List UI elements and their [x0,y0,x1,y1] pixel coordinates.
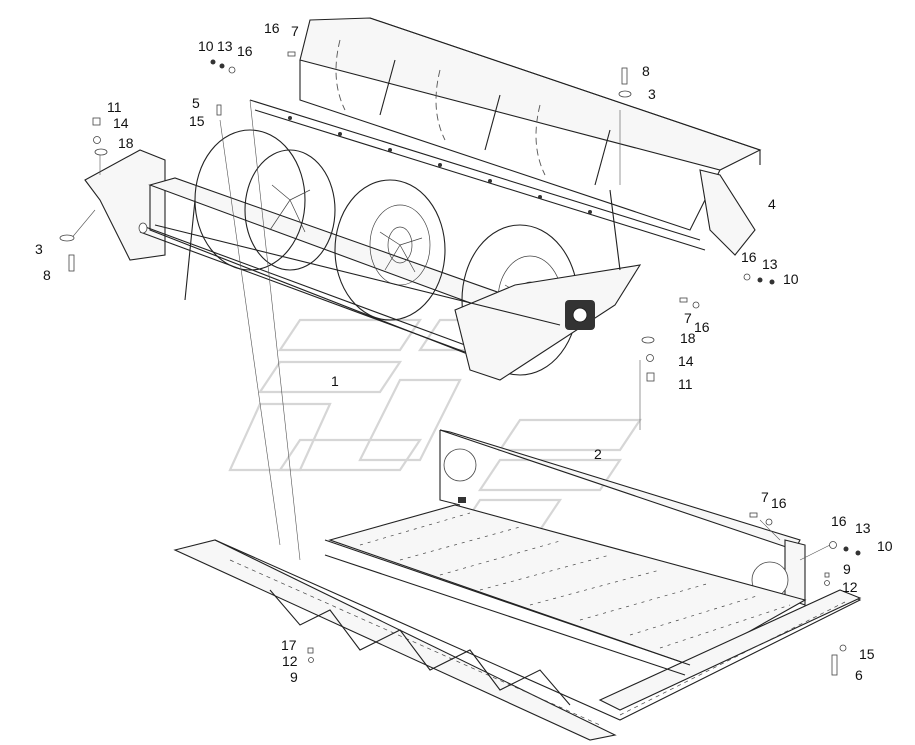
label-11-right: 11 [678,376,693,392]
label-11-left: 11 [107,99,122,115]
label-3-left: 3 [35,241,43,257]
label-9-bottom: 9 [290,669,298,685]
label-13-lower: 13 [855,520,871,536]
label-16-top-b: 16 [237,43,253,59]
label-15-left: 15 [189,113,205,129]
label-13-right: 13 [762,256,778,272]
bearing-housing [565,300,595,330]
label-17: 17 [281,637,297,653]
label-10-top: 10 [198,38,214,54]
label-6: 6 [855,667,863,683]
sieve-frame-assembly [173,429,862,741]
label-10-lower: 10 [877,538,893,554]
label-18-right: 18 [680,330,696,346]
fasteners [59,51,861,676]
label-14-right: 14 [678,353,694,369]
label-14-left: 14 [113,115,129,131]
fan-housing-assembly [84,17,762,381]
label-5: 5 [192,95,200,111]
label-2: 2 [594,446,602,462]
label-15-right: 15 [859,646,875,662]
callout-labels: 1 2 3 3 4 5 6 7 7 7 8 8 9 9 10 10 10 11 … [35,20,893,685]
step-perforations [229,559,846,726]
label-9-right: 9 [843,561,851,577]
label-18-left: 18 [118,135,134,151]
label-3-upper-right: 3 [648,86,656,102]
label-12-right: 12 [842,579,858,595]
assembly-lines [69,99,831,561]
label-16-lower-a: 16 [771,495,787,511]
fan-drum-1 [184,129,336,301]
label-12-bottom: 12 [282,653,298,669]
sieve-holes [359,512,791,649]
label-13-top: 13 [217,38,233,54]
label-16-lower-b: 16 [831,513,847,529]
label-1: 1 [331,373,339,389]
label-7-right: 7 [684,310,692,326]
label-4: 4 [768,196,776,212]
label-8-left: 8 [43,267,51,283]
watermark-logo [228,318,643,532]
strip-holes [288,116,592,214]
label-10-right: 10 [783,271,799,287]
label-16-right-b: 16 [694,319,710,335]
label-7-top: 7 [291,23,299,39]
label-16-right-a: 16 [741,249,757,265]
label-7-lower: 7 [761,489,769,505]
label-16-top-a: 16 [264,20,280,36]
label-8-upper: 8 [642,63,650,79]
